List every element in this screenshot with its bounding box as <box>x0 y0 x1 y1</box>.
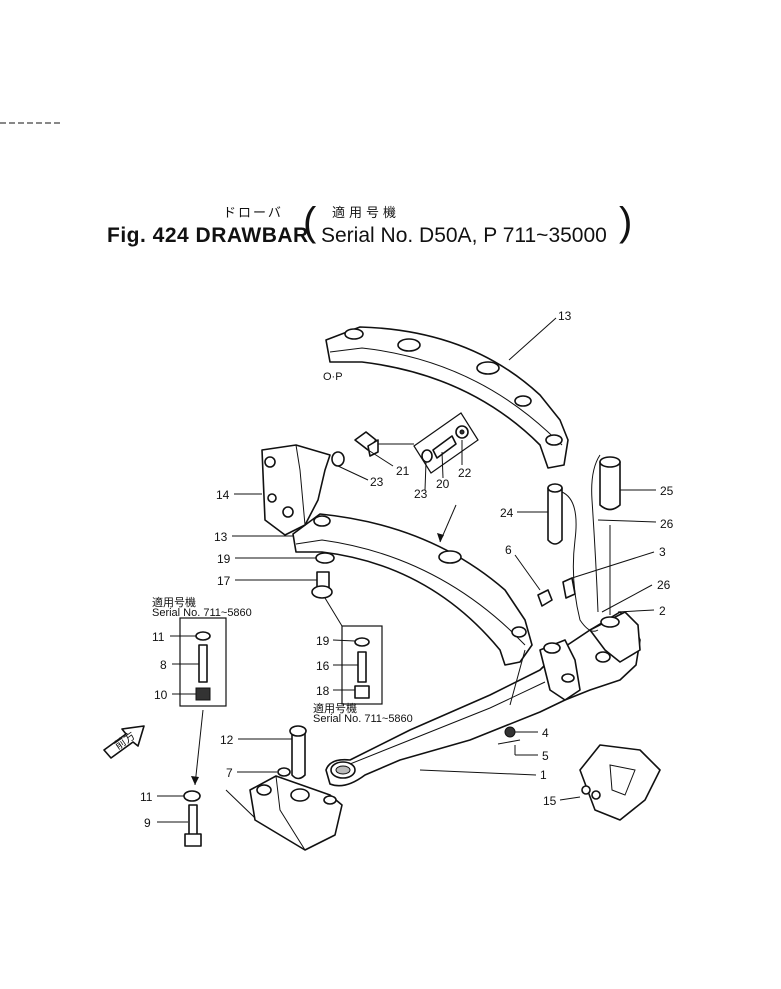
right-box-serial-label: Serial No. 711~5860 <box>313 713 413 725</box>
close-paren: ) <box>619 200 633 244</box>
callout-3: 3 <box>659 545 666 559</box>
washer-11 <box>183 790 201 802</box>
pin-3 <box>562 577 576 599</box>
callout-15: 15 <box>543 794 557 808</box>
callout-17: 17 <box>217 574 231 588</box>
bolt-box-left <box>179 617 227 707</box>
circle-arc-upper <box>325 326 569 469</box>
washer-19 <box>315 552 335 564</box>
nut-4 <box>504 726 516 738</box>
japanese-applicable-label: 適用号機 <box>332 205 401 220</box>
callout-18: 18 <box>316 684 330 698</box>
cotter-pin-5 <box>497 739 521 745</box>
callout-1: 1 <box>540 768 547 782</box>
callout-9: 9 <box>144 816 151 830</box>
drawbar-frame-1 <box>325 611 641 787</box>
callout-26-lower: 26 <box>657 578 671 592</box>
callout-21: 21 <box>396 464 410 478</box>
callout-13-lower: 13 <box>214 530 228 544</box>
bolt-box-middle <box>341 625 383 705</box>
callout-25: 25 <box>660 484 674 498</box>
bolt-21 <box>354 431 379 457</box>
serial-range: Serial No. D50A, P 711~35000 <box>321 224 607 247</box>
callout-7: 7 <box>226 766 233 780</box>
callout-10: 10 <box>154 688 168 702</box>
callout-numbers: 13 21 23 23 20 22 25 14 24 26 13 6 3 19 … <box>140 309 674 830</box>
callout-20: 20 <box>436 477 450 491</box>
callout-23-left: 23 <box>370 475 384 489</box>
callout-4: 4 <box>542 726 549 740</box>
front-direction-arrow-icon <box>103 725 145 759</box>
callout-11-upper: 11 <box>152 630 165 644</box>
open-paren: ( <box>303 200 317 244</box>
bolt-group-20-22-23 <box>413 412 479 474</box>
callout-26-upper: 26 <box>660 517 674 531</box>
callout-8: 8 <box>160 658 167 672</box>
chain-26-right <box>591 454 601 613</box>
pin-25 <box>599 456 621 511</box>
callout-19-lower: 19 <box>316 634 330 648</box>
pin-12 <box>289 725 307 780</box>
bracket-15 <box>579 744 661 821</box>
bracket-14 <box>261 444 331 536</box>
arrow-head-13 <box>437 533 444 542</box>
callout-22: 22 <box>458 466 472 480</box>
chain-26-left <box>561 491 599 632</box>
callout-16: 16 <box>316 659 330 673</box>
bolt-9 <box>184 804 202 847</box>
japanese-title: ドローバ <box>223 205 283 220</box>
washer-23-left <box>331 451 345 467</box>
leader-lines <box>157 317 657 823</box>
callout-13-upper: 13 <box>558 309 572 323</box>
lock-plate-6 <box>537 589 553 607</box>
option-label: O·P <box>323 371 343 383</box>
callout-6: 6 <box>505 543 512 557</box>
callout-2: 2 <box>659 604 666 618</box>
callout-24: 24 <box>500 506 514 520</box>
callout-19-upper: 19 <box>217 552 231 566</box>
circle-arc-lower <box>292 513 533 666</box>
support-block-7 <box>249 767 343 851</box>
right-box-applicable-label: 適用号機 <box>313 701 357 715</box>
arrow-head-9 <box>191 776 199 785</box>
figure-title: Fig. 424 DRAWBAR <box>107 224 309 247</box>
pin-24 <box>547 483 563 545</box>
left-box-applicable-label: 適用号機 <box>152 595 196 609</box>
callout-23-right: 23 <box>414 487 428 501</box>
callout-5: 5 <box>542 749 549 763</box>
callout-12: 12 <box>220 733 234 747</box>
bolt-17 <box>311 571 333 599</box>
callout-11-lower: 11 <box>140 790 153 804</box>
left-box-serial-label: Serial No. 711~5860 <box>152 607 252 619</box>
callout-14: 14 <box>216 488 230 502</box>
